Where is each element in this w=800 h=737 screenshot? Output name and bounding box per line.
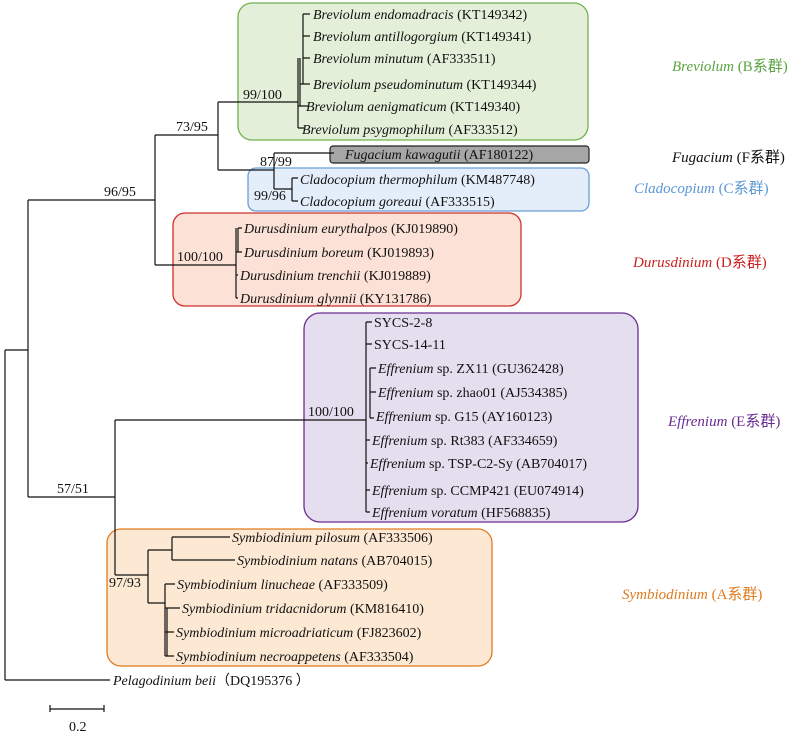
support-value-ea: 57/51 [57, 482, 89, 497]
taxon-label: Effrenium sp. ZX11 (GU362428) [377, 362, 564, 377]
taxon-label: Symbiodinium tridacnidorum (KM816410) [182, 602, 424, 617]
support-value-breviolum: 99/100 [243, 88, 282, 103]
clade-box-durusdinium [172, 212, 522, 307]
taxon-label: Effrenium voratum (HF568835) [371, 506, 551, 521]
taxon-label: Breviolum aenigmaticum (KT149340) [306, 100, 520, 115]
branch-effrenium [365, 321, 372, 513]
taxon-label: Breviolum endomadracis (KT149342) [313, 8, 527, 23]
taxon-label: Breviolum antillogorgium (KT149341) [313, 30, 532, 45]
taxon-label: Breviolum pseudominutum (KT149344) [313, 78, 537, 93]
taxon-label: Effrenium sp. TSP-C2-Sy (AB704017) [369, 457, 587, 472]
taxon-label: Symbiodinium linucheae (AF333509) [177, 578, 388, 593]
support-value-symbiodinium: 97/93 [109, 576, 141, 591]
branch-root [4, 349, 110, 681]
group-name-cladocopium: Cladocopium (C系群) [634, 180, 769, 197]
taxon-label: Symbiodinium natans (AB704015) [237, 554, 433, 569]
taxon-label: Breviolum psygmophilum (AF333512) [302, 123, 518, 138]
clade-box-effrenium [303, 312, 639, 523]
taxon-label: Cladocopium thermophilum (KM487748) [300, 173, 535, 188]
support-value-cladocopium: 99/96 [254, 189, 286, 204]
support-value-effrenium: 100/100 [308, 405, 354, 420]
support-value-durusdinium: 100/100 [177, 250, 223, 265]
scale-bar: 0.2 [49, 705, 105, 735]
tree-branches [4, 13, 376, 681]
clade-box-breviolum [237, 2, 589, 141]
support-value-fc: 87/99 [260, 155, 292, 170]
scale-bar-label: 0.2 [69, 720, 87, 735]
clade-box-symbiodinium [106, 528, 493, 667]
taxon-label: Symbiodinium microadriaticum (FJ823602) [176, 626, 422, 641]
branch-b-fc [217, 101, 298, 171]
branch-symbiodinium [147, 549, 172, 604]
branch-bcf-d [154, 134, 236, 266]
taxon-label: Symbiodinium necroappetens (AF333504) [176, 650, 414, 665]
taxon-label: Durusdinium glynnii (KY131786) [239, 292, 432, 307]
support-values: 99/100 73/95 87/99 99/96 96/95 100/100 1… [57, 88, 354, 591]
clade-group-names: Breviolum (B系群) Fugacium (F系群) Cladocopi… [622, 58, 788, 603]
taxon-label: Symbiodinium pilosum (AF333506) [232, 531, 433, 546]
taxon-label: SYCS-14-11 [374, 338, 446, 353]
branch-cladocopium [291, 177, 298, 202]
taxon-label: Durusdinium boreum (KJ019893) [243, 246, 434, 261]
branch-bcfd [27, 199, 155, 498]
clade-box-cladocopium [247, 167, 590, 212]
group-name-durusdinium: Durusdinium (D系群) [632, 254, 767, 271]
taxon-label: Effrenium sp. Rt383 (AF334659) [371, 434, 558, 449]
group-name-fugacium: Fugacium (F系群) [671, 149, 785, 166]
taxon-label: Breviolum minutum (AF333511) [313, 52, 496, 67]
taxon-label: SYCS-2-8 [374, 316, 432, 331]
group-name-breviolum: Breviolum (B系群) [672, 58, 788, 75]
branch-durusdinium [235, 227, 242, 299]
taxon-labels: Breviolum endomadracis (KT149342) Brevio… [112, 8, 587, 689]
branch-f-c [273, 152, 334, 190]
taxon-label-outgroup: Pelagodinium beii（DQ195376 ） [112, 673, 310, 689]
taxon-label: Effrenium sp. zhao01 (AJ534385) [377, 386, 568, 401]
support-value-bcf: 73/95 [176, 120, 208, 135]
taxon-label: Fugacium kawagutii (AF180122) [344, 148, 534, 163]
taxon-label: Durusdinium eurythalpos (KJ019890) [243, 222, 458, 237]
taxon-label: Effrenium sp. G15 (AY160123) [375, 410, 553, 425]
group-name-effrenium: Effrenium (E系群) [667, 413, 780, 430]
clade-box-fugacium [329, 145, 590, 164]
taxon-label: Durusdinium trenchii (KJ019889) [239, 269, 431, 284]
taxon-label: Cladocopium goreaui (AF333515) [300, 195, 495, 210]
branch-e-a [114, 419, 366, 576]
support-value-bcfd: 96/95 [104, 185, 136, 200]
taxon-label: Effrenium sp. CCMP421 (EU074914) [371, 484, 584, 499]
group-name-symbiodinium: Symbiodinium (A系群) [622, 586, 762, 603]
